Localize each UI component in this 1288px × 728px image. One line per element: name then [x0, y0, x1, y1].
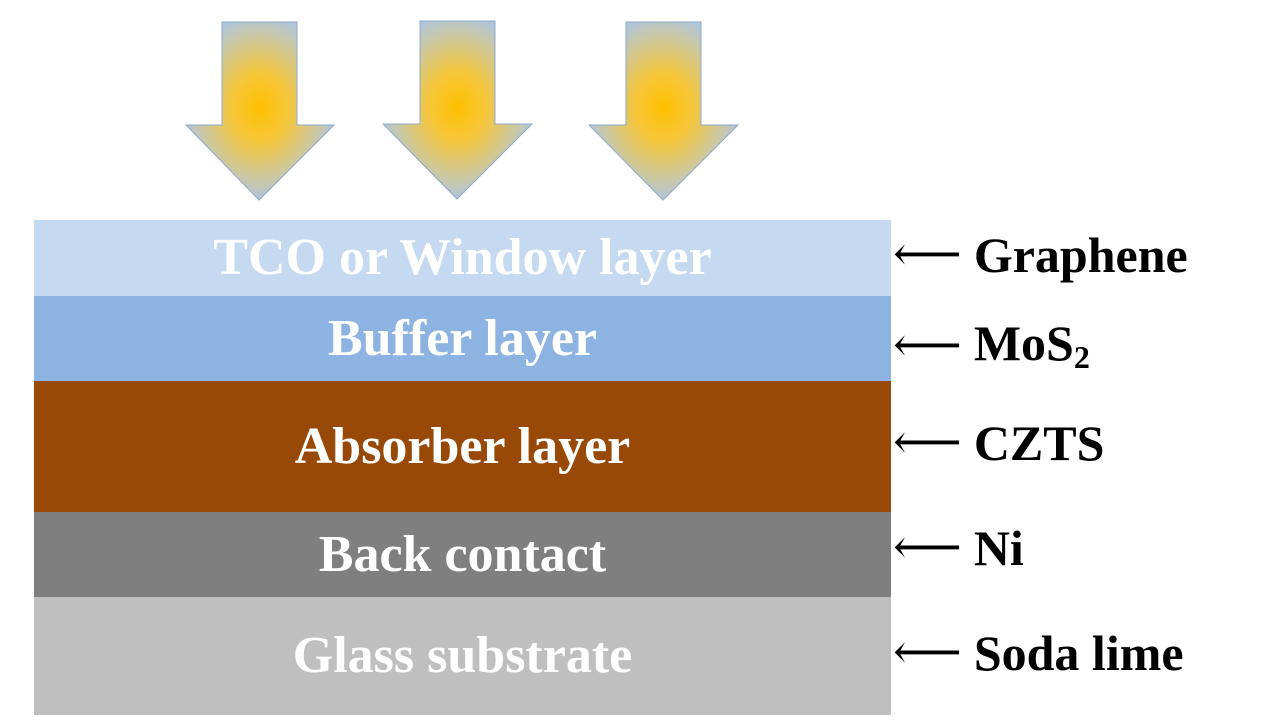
material-ni: ⟵ Ni	[893, 523, 1024, 573]
glass-substrate-layer: Glass substrate	[34, 597, 891, 715]
glass-substrate-layer-label: Glass substrate	[292, 627, 633, 684]
material-graphene-label: Graphene	[973, 227, 1188, 283]
buffer-layer-label: Buffer layer	[327, 309, 598, 367]
material-soda-lime: ⟵ Soda lime	[893, 628, 1184, 678]
back-contact-layer: Back contact	[34, 512, 891, 597]
light-arrow-2	[381, 20, 534, 200]
left-arrow-icon: ⟵	[893, 626, 962, 679]
material-czts: ⟵ CZTS	[893, 418, 1104, 468]
buffer-layer: Buffer layer	[34, 296, 891, 381]
left-arrow-icon: ⟵	[893, 318, 962, 372]
left-arrow-icon: ⟵	[893, 521, 962, 574]
light-arrow-1	[184, 21, 336, 201]
layer-stack: TCO or Window layer Buffer layer Absorbe…	[34, 220, 891, 715]
material-czts-label: CZTS	[973, 415, 1105, 471]
material-soda-lime-label: Soda lime	[973, 625, 1184, 681]
tco-window-layer: TCO or Window layer	[34, 220, 891, 296]
left-arrow-icon: ⟵	[893, 228, 962, 281]
tco-window-layer-label: TCO or Window layer	[213, 229, 712, 286]
absorber-layer-label: Absorber layer	[294, 417, 631, 475]
light-arrows	[184, 20, 740, 201]
absorber-layer: Absorber layer	[34, 381, 891, 512]
light-arrow-3	[587, 21, 740, 201]
material-mos2-label: MoS2	[973, 315, 1090, 375]
material-graphene: ⟵ Graphene	[893, 230, 1188, 280]
material-mos2: ⟵ MoS2	[893, 318, 1090, 373]
back-contact-layer-label: Back contact	[318, 525, 607, 583]
left-arrow-icon: ⟵	[893, 416, 962, 469]
material-ni-label: Ni	[973, 520, 1024, 576]
